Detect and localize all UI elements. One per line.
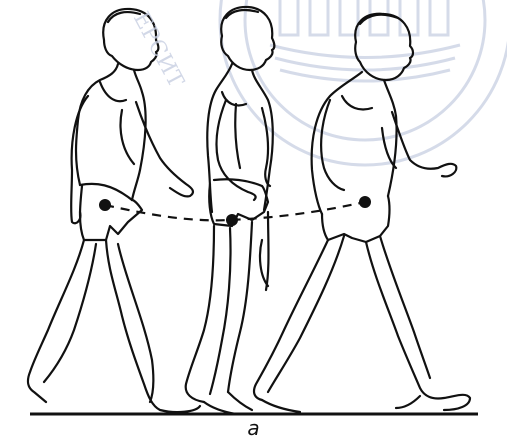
hip-marker-dot-icon <box>99 199 111 211</box>
hip-marker-dot-icon <box>226 214 238 226</box>
hip-marker-dot-icon <box>359 196 371 208</box>
figure-label: a <box>0 416 507 440</box>
watermark-seal-icon <box>220 0 507 165</box>
walker-2 <box>186 7 275 414</box>
